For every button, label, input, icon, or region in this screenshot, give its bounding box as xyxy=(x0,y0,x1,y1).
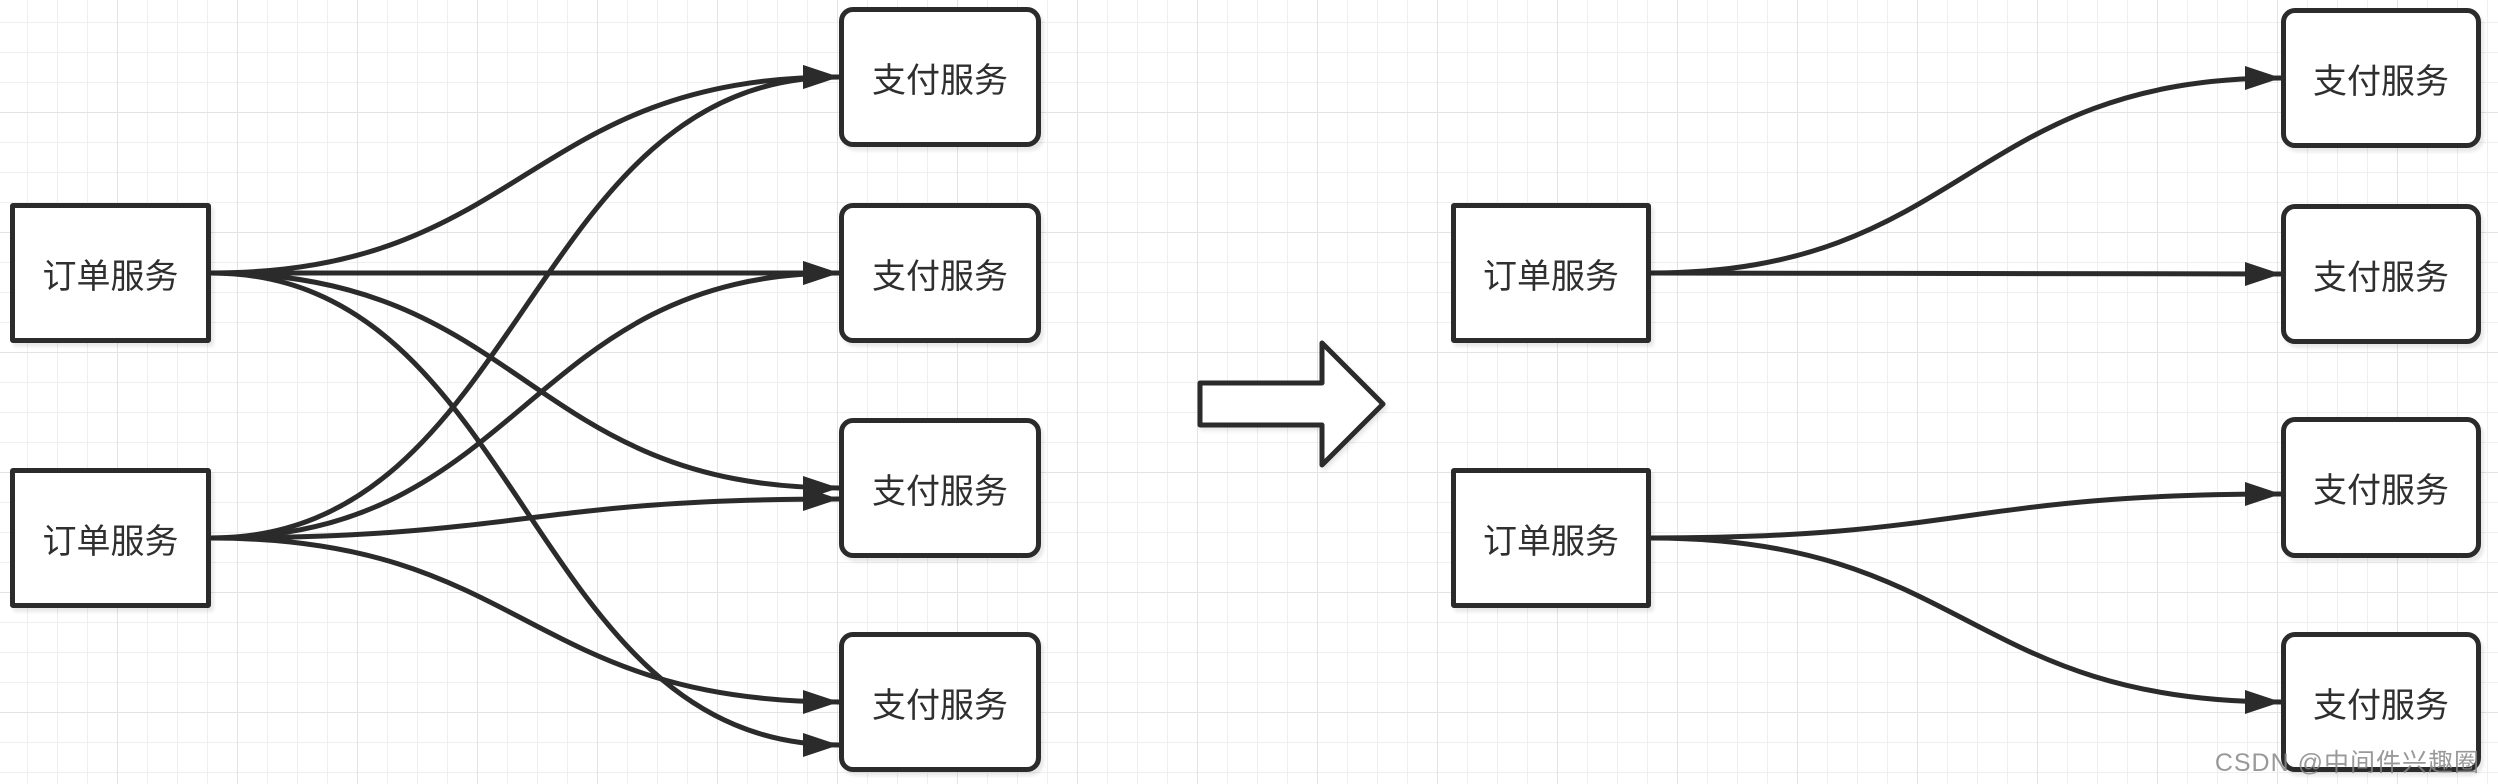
edge-before-o2-p1 xyxy=(210,74,840,541)
node-label: 支付服务 xyxy=(872,686,1008,725)
arrowhead-after-p3 xyxy=(2245,482,2281,506)
node-label: 支付服务 xyxy=(872,61,1008,100)
node-after-payment-4: 支付服务 xyxy=(2281,632,2481,772)
node-label: 支付服务 xyxy=(872,257,1008,296)
node-before-payment-2: 支付服务 xyxy=(839,203,1041,343)
edge-after-o2-p3 xyxy=(1650,491,2282,541)
node-after-order-1: 订单服务 xyxy=(1451,203,1651,343)
node-after-payment-3: 支付服务 xyxy=(2281,417,2481,558)
node-before-order-1: 订单服务 xyxy=(10,203,211,343)
node-before-payment-3: 支付服务 xyxy=(839,418,1041,558)
arrowhead-after-p2 xyxy=(2245,262,2281,286)
arrowhead-before-p2-b xyxy=(803,261,839,285)
edge-after-o1-p1 xyxy=(1650,75,2282,276)
edge-before-o2-p3 xyxy=(210,496,840,541)
edge-after-o2-p4 xyxy=(1650,535,2282,705)
node-after-order-2: 订单服务 xyxy=(1451,468,1651,608)
node-label: 订单服务 xyxy=(1483,522,1619,561)
node-label: 支付服务 xyxy=(2313,258,2449,297)
node-label: 支付服务 xyxy=(2313,686,2449,725)
edge-before-o2-p4 xyxy=(210,535,840,705)
csdn-watermark: CSDN @中间件兴趣圈 xyxy=(2214,749,2480,777)
node-before-order-2: 订单服务 xyxy=(10,468,211,608)
arrowhead-after-p4 xyxy=(2245,690,2281,714)
edge-before-o1-p1 xyxy=(210,74,840,276)
node-after-payment-2: 支付服务 xyxy=(2281,204,2481,344)
edge-before-o1-p4 xyxy=(210,270,840,748)
node-label: 支付服务 xyxy=(2313,472,2449,510)
arrowhead-before-p4-b xyxy=(803,733,839,757)
transform-right-arrow-icon xyxy=(1197,340,1386,468)
node-label: 订单服务 xyxy=(42,257,179,296)
node-label: 支付服务 xyxy=(872,472,1008,511)
node-after-payment-1: 支付服务 xyxy=(2281,8,2481,148)
arrowhead-before-p4-a xyxy=(803,690,839,714)
node-before-payment-4: 支付服务 xyxy=(839,632,1041,772)
node-label: 支付服务 xyxy=(2313,62,2449,101)
edge-before-o2-p2 xyxy=(210,270,840,541)
node-label: 订单服务 xyxy=(1483,257,1619,296)
edge-after-o1-p2 xyxy=(1650,270,2282,277)
arrowhead-after-p1 xyxy=(2245,66,2281,90)
node-label: 订单服务 xyxy=(42,522,179,561)
arrowhead-before-p1-b xyxy=(803,65,839,89)
arrowhead-before-p3-b xyxy=(803,487,839,511)
node-before-payment-1: 支付服务 xyxy=(839,7,1041,147)
edge-before-o1-p3 xyxy=(210,270,840,491)
